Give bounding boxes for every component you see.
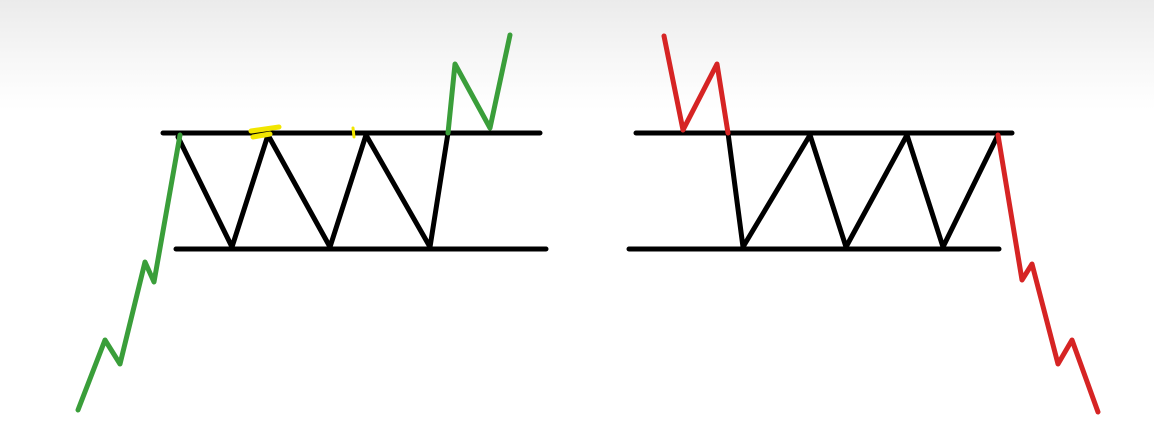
bearish-breakdown-panel <box>626 33 1101 415</box>
right-pre-range-line <box>661 33 731 136</box>
highlight-tick <box>351 126 356 139</box>
right-range-zigzag <box>725 130 1001 250</box>
right-downtrend-line <box>995 132 1101 415</box>
left-uptrend-line <box>75 132 183 413</box>
highlight-mark <box>248 124 282 140</box>
left-range-zigzag <box>175 130 451 250</box>
left-breakout-line <box>445 32 513 136</box>
bullish-breakout-panel <box>75 32 549 413</box>
